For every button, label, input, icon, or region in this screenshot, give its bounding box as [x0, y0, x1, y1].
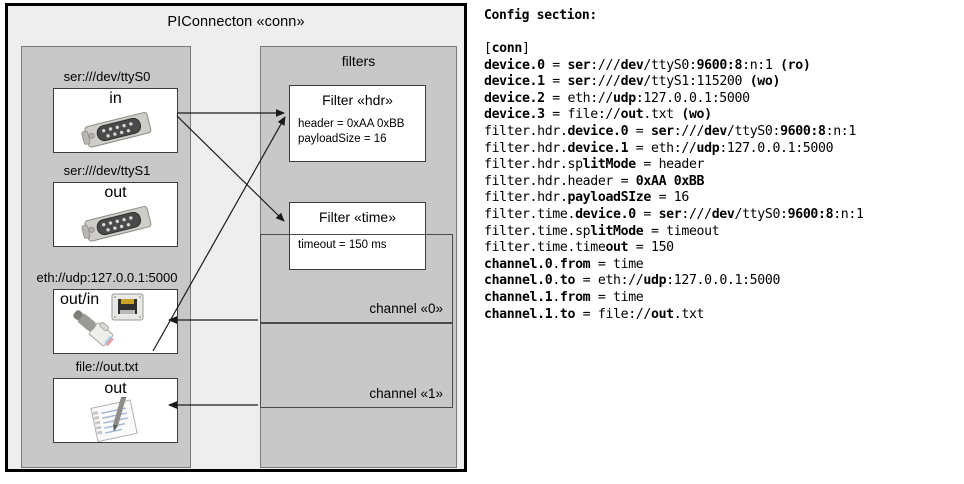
config-line: filter.hdr.payloadSIze = 16 — [484, 190, 689, 206]
device-direction-ttys0: in — [109, 90, 122, 107]
connection-diagram: PIConnecton «conn» ser:///dev/ttyS0 in — [5, 3, 467, 472]
config-line: filter.hdr.splitMode = header — [484, 157, 705, 173]
channel-box-1[interactable]: channel «1» — [260, 323, 453, 408]
config-line: filter.hdr.header = 0xAA 0xBB — [484, 173, 705, 189]
channel-label-1: channel «1» — [369, 386, 443, 401]
devices-panel: ser:///dev/ttyS0 in — [21, 46, 191, 468]
config-listing: [conn]device.0 = ser:///dev/ttyS0:9600:8… — [484, 41, 954, 323]
filter-props-hdr: header = 0xAA 0xBB payloadSize = 16 — [298, 117, 425, 147]
config-line: device.3 = file://out.txt (wo) — [484, 107, 712, 123]
device-card-eth[interactable]: out/in — [53, 289, 178, 354]
text-file-icon — [54, 379, 177, 442]
config-line: filter.time.timeout = 150 — [484, 240, 674, 256]
filter-title-hdr: Filter «hdr» — [322, 92, 393, 108]
filter-title-time: Filter «time» — [318, 209, 397, 225]
config-line: channel.0.from = time — [484, 256, 644, 272]
device-direction-ttys1: out — [104, 184, 127, 201]
config-line: filter.time.splitMode = timeout — [484, 223, 720, 239]
serial-port-icon — [54, 183, 177, 246]
device-label-file: file://out.txt — [75, 359, 139, 374]
channel-box-0[interactable]: channel «0» — [260, 234, 453, 323]
device-card-ttys1[interactable]: out — [53, 182, 178, 247]
config-line: channel.0.to = eth://udp:127.0.0.1:5000 — [484, 273, 781, 289]
filters-panel-title: filters — [341, 53, 376, 69]
diagram-title: PIConnecton «conn» — [167, 14, 305, 30]
config-line: filter.hdr.device.0 = ser:///dev/ttyS0:9… — [484, 123, 856, 139]
config-line: filter.hdr.device.1 = eth://udp:127.0.0.… — [484, 140, 834, 156]
config-line: device.0 = ser:///dev/ttyS0:9600:8:n:1 (… — [484, 57, 811, 73]
ethernet-icon — [54, 290, 177, 353]
config-line: filter.time.device.0 = ser:///dev/ttyS0:… — [484, 206, 864, 222]
filter-prop: timeout = 150 ms — [298, 239, 387, 251]
config-line: device.1 = ser:///dev/ttyS1:115200 (wo) — [484, 74, 781, 90]
device-label-ttys1: ser:///dev/ttyS1 — [63, 163, 151, 178]
filters-panel: filters Filter «hdr» header = 0xAA 0xBB … — [260, 46, 457, 468]
device-label-ttys0: ser:///dev/ttyS0 — [63, 69, 151, 84]
serial-port-icon — [54, 89, 177, 152]
config-section: Config section: [conn]device.0 = ser:///… — [484, 8, 954, 323]
filter-prop: header = 0xAA 0xBB — [298, 118, 405, 130]
device-direction-file: out — [104, 380, 127, 397]
filter-card-time[interactable]: Filter «time» timeout = 150 ms — [289, 202, 426, 270]
device-card-file[interactable]: out — [53, 378, 178, 443]
device-label-eth: eth://udp:127.0.0.1:5000 — [36, 270, 178, 285]
filter-props-time: timeout = 150 ms — [298, 238, 425, 253]
filter-prop: payloadSize = 16 — [298, 133, 387, 145]
config-line: [conn] — [484, 41, 530, 56]
device-direction-eth: out/in — [60, 291, 100, 308]
device-card-ttys0[interactable]: in — [53, 88, 178, 153]
config-heading: Config section: — [484, 8, 597, 23]
channel-label-0: channel «0» — [369, 301, 443, 316]
filter-card-hdr[interactable]: Filter «hdr» header = 0xAA 0xBB payloadS… — [289, 85, 426, 162]
config-line: channel.1.from = time — [484, 289, 644, 305]
config-line: channel.1.to = file://out.txt — [484, 306, 705, 322]
config-line: device.2 = eth://udp:127.0.0.1:5000 — [484, 90, 750, 106]
